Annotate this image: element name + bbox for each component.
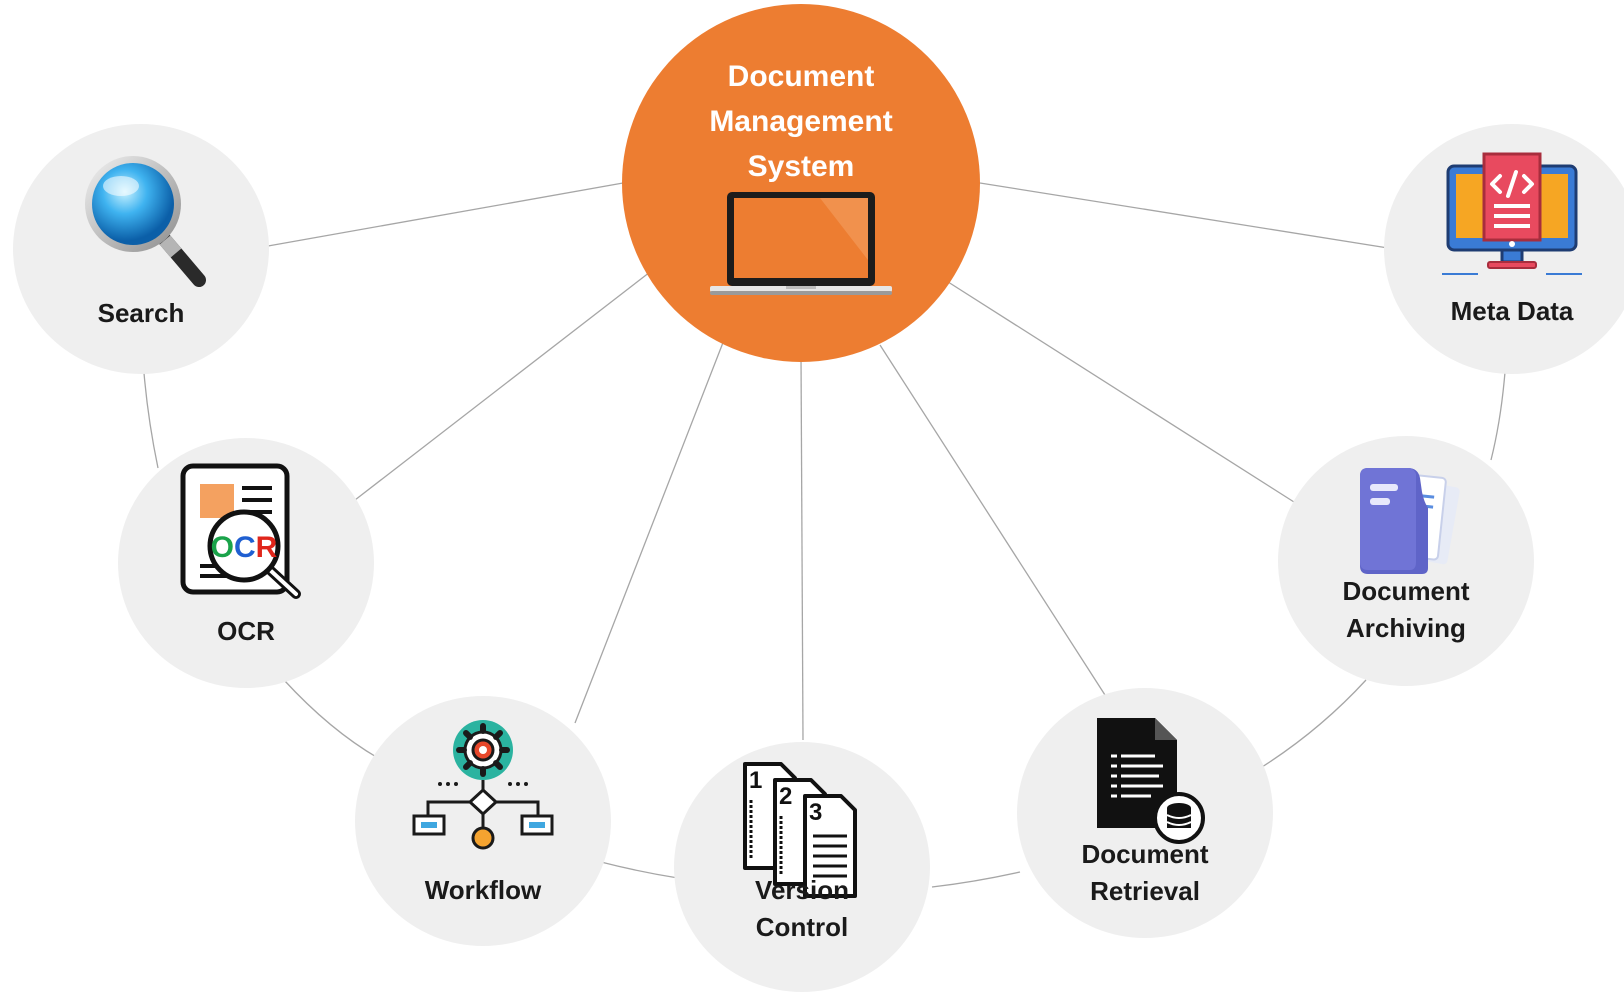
ocr-icon-text: OCR	[211, 531, 278, 564]
node-workflow: Workflow	[355, 696, 611, 946]
ring-search-ocr	[143, 372, 159, 469]
node-document-retrieval: Document Retrieval	[1017, 688, 1273, 938]
node-document-archiving-label: Document Archiving	[1342, 576, 1470, 643]
node-ocr-label: OCR	[217, 616, 275, 646]
magnifier-icon	[85, 156, 206, 287]
code-monitor-icon	[1442, 152, 1582, 275]
version-number-1: 1	[749, 767, 762, 794]
spoke-workflow	[574, 339, 725, 724]
version-number-2: 2	[779, 783, 792, 810]
spoke-document-retrieval	[879, 344, 1106, 696]
node-meta-data-label: Meta Data	[1450, 296, 1574, 326]
spoke-document-archiving	[944, 279, 1295, 503]
ring-version-retrieval	[931, 871, 1021, 888]
node-workflow-label: Workflow	[424, 875, 542, 905]
database-document-icon	[1097, 718, 1205, 844]
node-search: Search	[13, 124, 269, 374]
ring-ocr-workflow	[283, 679, 379, 759]
node-search-label: Search	[97, 298, 185, 328]
archive-folder-icon	[1360, 468, 1460, 574]
node-meta-data: Meta Data	[1384, 124, 1624, 374]
node-document-retrieval-label: Document Retrieval	[1081, 839, 1209, 906]
hub-document-management-system: Document Management System	[622, 4, 980, 362]
ring-retrieval-archiving	[1261, 679, 1367, 768]
node-version-control-label: Version Control	[755, 875, 849, 942]
node-ocr: OCR OCR	[118, 438, 374, 688]
spoke-search	[267, 182, 624, 247]
version-number-3: 3	[809, 799, 822, 826]
spoke-version-control	[800, 354, 804, 741]
ocr-document-icon: OCR	[180, 463, 301, 599]
laptop-icon	[710, 192, 892, 295]
node-version-control: 1 2 3 Version Control	[674, 742, 930, 992]
node-document-archiving: Document Archiving	[1278, 436, 1534, 686]
hub-title: Document Management System	[709, 60, 893, 183]
versioned-documents-icon: 1 2 3	[743, 762, 857, 898]
workflow-icon	[412, 720, 554, 850]
spoke-meta-data	[979, 182, 1389, 249]
ring-workflow-version	[600, 861, 679, 879]
spoke-ocr	[354, 271, 651, 501]
ring-archiving-meta	[1490, 371, 1506, 461]
